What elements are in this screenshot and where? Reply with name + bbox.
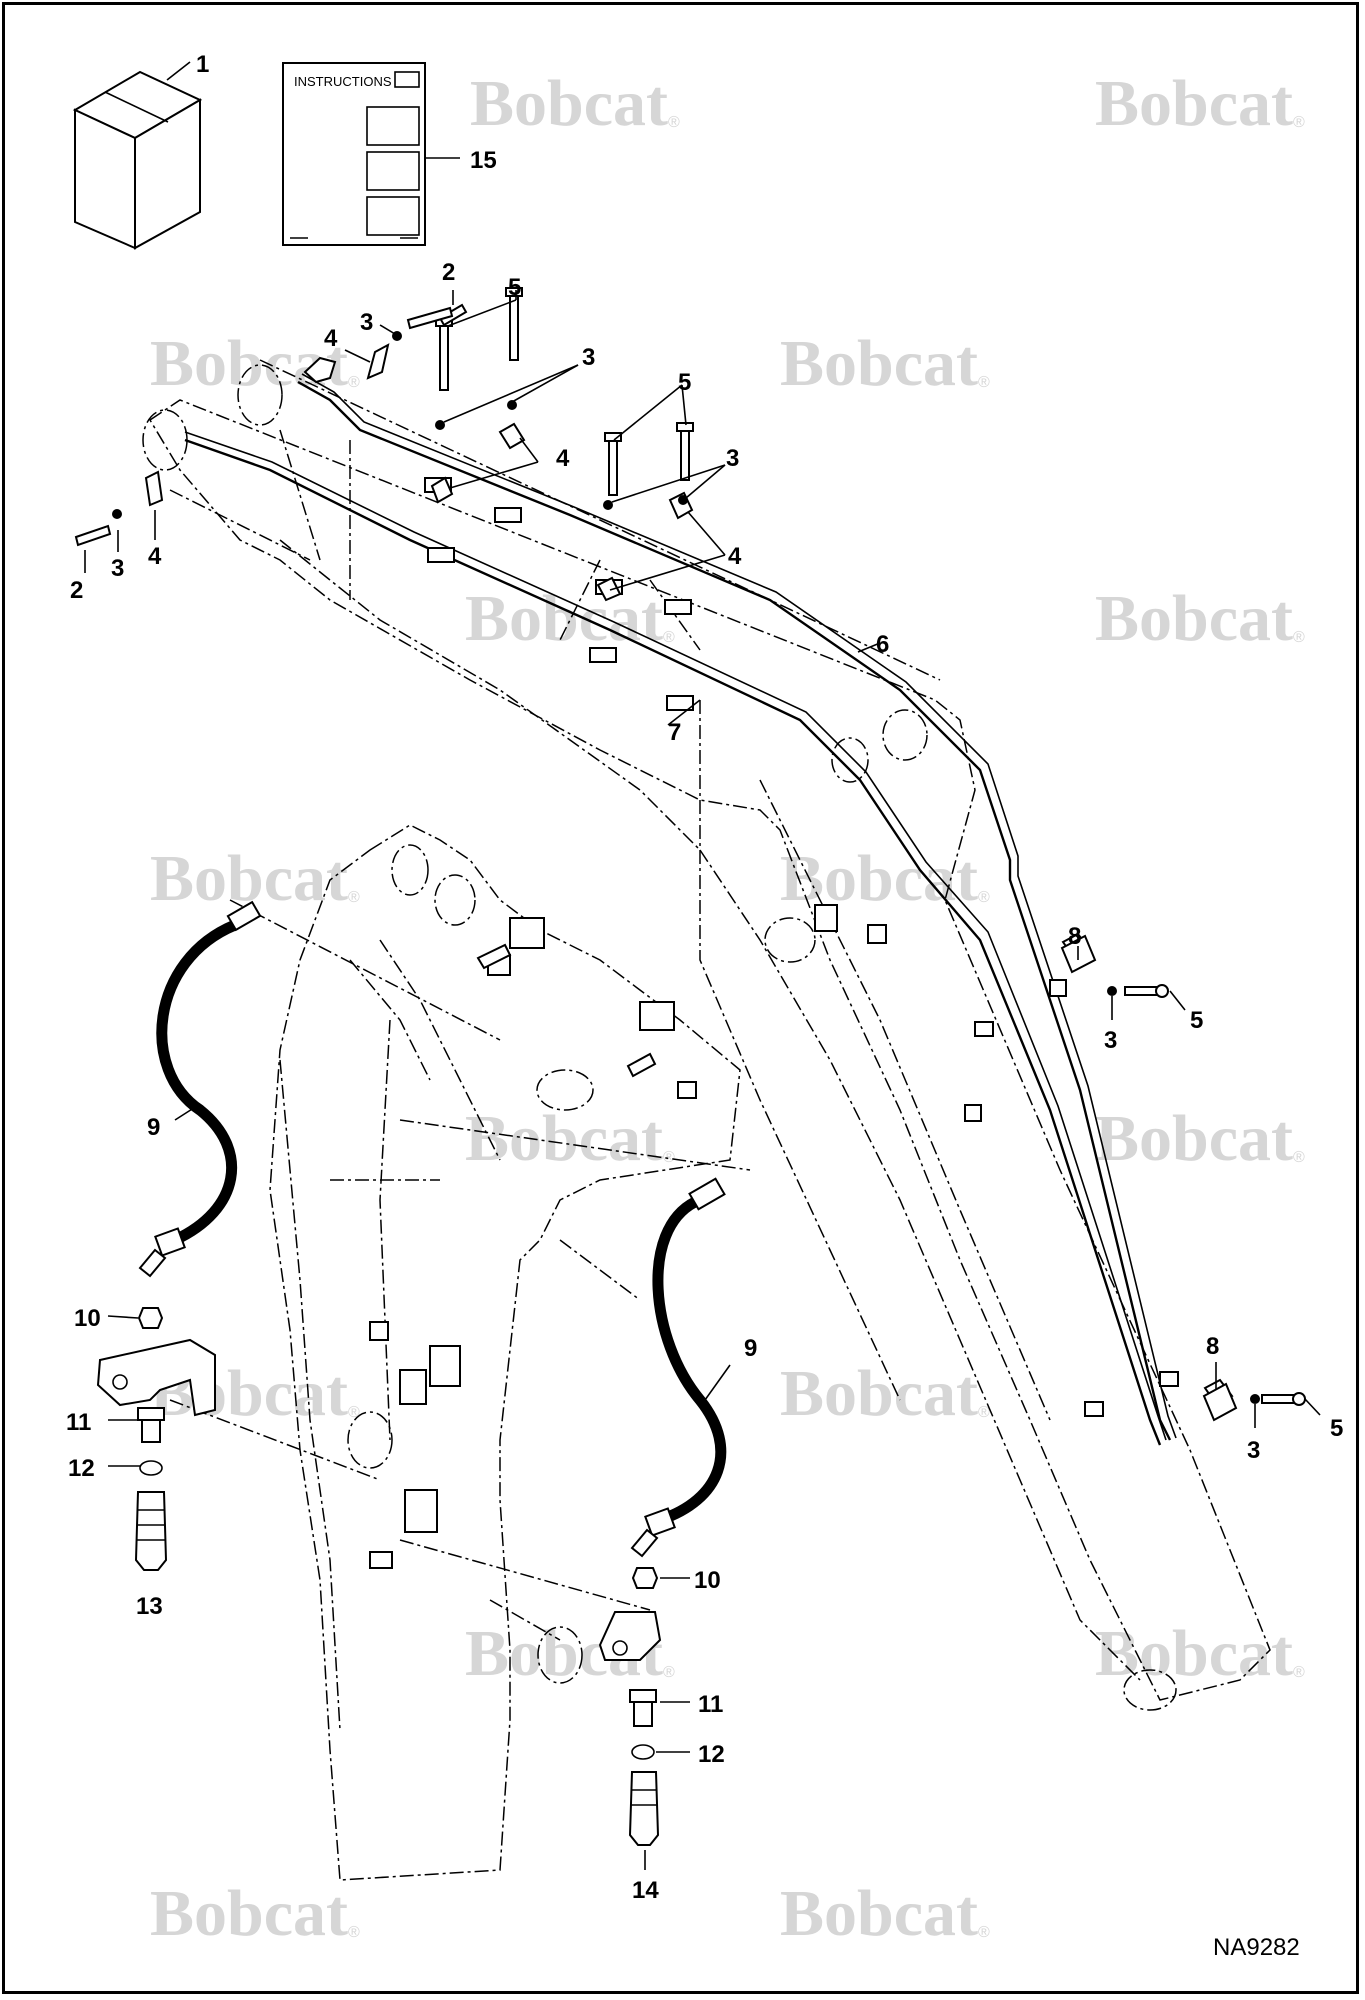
callout-4-top-right: 4	[728, 543, 742, 570]
bolts	[74, 287, 1306, 1406]
callout-11-right: 11	[698, 1691, 723, 1718]
callout-12-right: 12	[698, 1741, 725, 1768]
exploded-clamps	[144, 343, 1234, 1406]
callout-5-lower-right: 5	[1330, 1415, 1343, 1442]
callout-3-top-left: 3	[360, 309, 373, 336]
callout-14: 14	[632, 1877, 659, 1904]
callout-13: 13	[136, 1593, 163, 1620]
svg-text:®: ®	[978, 1924, 990, 1941]
watermark-r7c2: Bobcat®	[1095, 1617, 1305, 1690]
callout-1: 1	[196, 51, 209, 78]
svg-text:®: ®	[663, 1149, 675, 1166]
svg-text:®: ®	[348, 1404, 360, 1421]
callout-10-left: 10	[74, 1305, 101, 1332]
callout-3-top-right: 3	[726, 445, 739, 472]
pipe-6	[297, 373, 1177, 1441]
callout-12-left: 12	[68, 1455, 95, 1482]
svg-text:®: ®	[663, 1664, 675, 1681]
svg-text:Bobcat: Bobcat	[780, 1357, 978, 1430]
svg-text:Bobcat: Bobcat	[1095, 1617, 1293, 1690]
callout-2-left: 2	[70, 577, 83, 604]
watermark-r5c1: Bobcat®	[465, 1102, 675, 1175]
callout-5-top: 5	[508, 274, 521, 301]
svg-text:Bobcat: Bobcat	[150, 1877, 348, 1950]
watermark-r5c2: Bobcat®	[1095, 1102, 1305, 1175]
boom-clamps	[424, 477, 1179, 1417]
instruction-sheet-title: INSTRUCTIONS	[294, 74, 392, 89]
callout-7: 7	[668, 719, 681, 746]
callout-3-upper-right: 3	[1104, 1027, 1117, 1054]
callout-4-left: 4	[148, 543, 162, 570]
callout-3-top-mid: 3	[582, 344, 595, 371]
svg-text:Bobcat: Bobcat	[780, 1877, 978, 1950]
boom-phantom-outline	[142, 359, 1271, 1711]
svg-text:Bobcat: Bobcat	[1095, 1102, 1293, 1175]
callout-9-right: 9	[744, 1335, 757, 1362]
svg-text:®: ®	[663, 629, 675, 646]
hose-right	[630, 1177, 727, 1558]
callout-5-top-right: 5	[678, 369, 691, 396]
watermark-r8c2: Bobcat®	[780, 1877, 990, 1950]
callout-8-upper: 8	[1068, 923, 1081, 950]
svg-text:Bobcat: Bobcat	[470, 67, 668, 140]
svg-text:Bobcat: Bobcat	[465, 1102, 663, 1175]
svg-text:®: ®	[1293, 629, 1305, 646]
callout-4-top-left: 4	[324, 325, 338, 352]
svg-text:®: ®	[978, 889, 990, 906]
svg-text:®: ®	[1293, 114, 1305, 131]
svg-text:®: ®	[1293, 1664, 1305, 1681]
arm-blocks	[369, 917, 697, 1569]
svg-text:®: ®	[348, 889, 360, 906]
pipe-7	[184, 431, 1167, 1446]
drawing-code: NA9282	[1213, 1934, 1300, 1961]
callout-11-left: 11	[66, 1409, 91, 1436]
watermark-r1c1: Bobcat®	[470, 67, 680, 140]
svg-text:®: ®	[668, 114, 680, 131]
svg-text:®: ®	[348, 374, 360, 391]
watermark-r4c1: Bobcat®	[150, 842, 360, 915]
callout-3-lower-right: 3	[1247, 1437, 1260, 1464]
callout-labels: 1 15 2 3 4 5 3 4 5 3 4 2 3 4 6 7 8 3 5 8…	[66, 51, 1343, 1904]
hose-left	[138, 900, 262, 1278]
watermark-r6c2: Bobcat®	[780, 1357, 990, 1430]
callout-8-lower: 8	[1206, 1333, 1219, 1360]
callout-9-left: 9	[147, 1114, 160, 1141]
callout-3-left: 3	[111, 555, 124, 582]
callout-6: 6	[876, 631, 889, 658]
svg-text:Bobcat: Bobcat	[1095, 67, 1293, 140]
callout-15: 15	[470, 147, 497, 174]
watermark-grid: Bobcat® Bobcat® Bobcat® Bobcat® Bobcat® …	[150, 67, 1305, 1950]
watermark-r2c2: Bobcat®	[780, 327, 990, 400]
svg-text:Bobcat: Bobcat	[1095, 582, 1293, 655]
watermark-r3c1: Bobcat®	[465, 582, 675, 655]
callout-2-top: 2	[442, 259, 455, 286]
svg-text:®: ®	[978, 374, 990, 391]
watermark-r3c2: Bobcat®	[1095, 582, 1305, 655]
instruction-sheet-part: INSTRUCTIONS	[282, 62, 426, 246]
callout-4-top-mid: 4	[556, 445, 570, 472]
watermark-r4c2: Bobcat®	[780, 842, 990, 915]
left-fitting-stack	[96, 1307, 216, 1571]
svg-text:®: ®	[348, 1924, 360, 1941]
svg-text:Bobcat: Bobcat	[780, 327, 978, 400]
svg-text:Bobcat: Bobcat	[465, 582, 663, 655]
callout-5-upper-right: 5	[1190, 1007, 1203, 1034]
right-fitting-stack	[598, 1567, 662, 1846]
washers	[112, 331, 1260, 1404]
watermark-r8c1: Bobcat®	[150, 1877, 360, 1950]
leader-lines	[84, 61, 1321, 1870]
svg-text:®: ®	[978, 1404, 990, 1421]
watermark-r1c2: Bobcat®	[1095, 67, 1305, 140]
svg-text:Bobcat: Bobcat	[780, 842, 978, 915]
callout-10-right: 10	[694, 1567, 721, 1594]
svg-text:®: ®	[1293, 1149, 1305, 1166]
kit-box-part	[72, 70, 203, 250]
